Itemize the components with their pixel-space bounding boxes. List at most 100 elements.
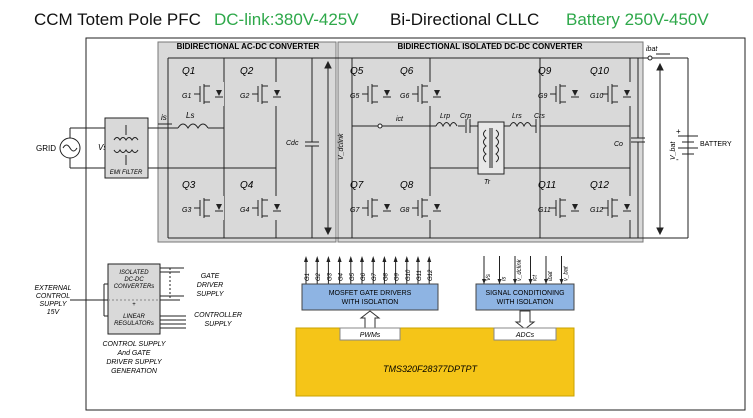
ict-label: ict — [396, 116, 404, 123]
ict-node — [377, 123, 383, 129]
switch-label: Q6 — [400, 66, 414, 77]
is-current-label: is — [161, 113, 167, 122]
adc-label: ADCs — [515, 332, 535, 339]
gate-signal-arrow: G3 — [326, 256, 333, 284]
controller-line-1: CONTROLLER — [194, 312, 242, 319]
gate-label: G5 — [350, 93, 359, 100]
sense-signal-label: ict — [533, 275, 539, 281]
ibat-node — [647, 55, 653, 61]
signal-conditioning-box — [475, 283, 575, 311]
secondary-tank-wiring — [504, 125, 630, 169]
ac-input-wiring — [69, 127, 276, 169]
lrs-label: Lrs — [512, 113, 522, 120]
sense-signal-arrow: ict — [528, 256, 539, 284]
battery-label: BATTERY — [700, 141, 732, 148]
gate-signal-label: G11 — [417, 270, 423, 281]
caption-line-2: And GATE — [117, 350, 151, 357]
lrp-inductor — [435, 122, 458, 128]
vs-label: Vs — [98, 143, 107, 152]
sense-signal-label: ibat — [548, 271, 554, 281]
v-bat-label: V_bat — [670, 141, 677, 160]
gate-driver-line-3: SUPPLY — [197, 291, 225, 298]
ls-label: Ls — [186, 111, 194, 120]
crp-capacitor — [465, 119, 471, 133]
caption-line-1: CONTROL SUPPLY — [102, 341, 166, 348]
pwm-port — [339, 327, 401, 341]
switch-label: Q11 — [538, 180, 556, 191]
supply-wiring — [70, 267, 186, 329]
gate-signal-label: G8 — [383, 272, 389, 281]
sense-signal-arrow: ibat — [544, 256, 554, 284]
transformer-icon — [483, 128, 499, 168]
crs-capacitor — [535, 119, 541, 133]
gate-signal-label: G3 — [327, 272, 333, 281]
output-capacitor — [631, 58, 645, 238]
sense-signal-arrow: is — [497, 256, 508, 284]
gate-signal-label: G7 — [372, 272, 378, 281]
gate-label: G11 — [538, 207, 551, 214]
transformer-box — [477, 121, 505, 175]
gate-label: G8 — [400, 207, 409, 214]
v-bat-arrow — [656, 62, 664, 236]
sense-signal-label: is — [502, 277, 508, 281]
pfc-title: CCM Totem Pole PFC — [34, 10, 201, 29]
gate-signal-arrow: G9 — [393, 256, 401, 284]
ls-inductor — [177, 123, 209, 129]
gate-signal-arrow: G12 — [427, 256, 434, 284]
controller-line-2: SUPPLY — [205, 321, 233, 328]
mosfet-box-line-2: WITH ISOLATION — [342, 299, 399, 306]
pwm-label: PWMs — [360, 332, 381, 339]
cdc-label: Cdc — [286, 140, 299, 147]
mosfet-gate-drivers-box — [301, 283, 439, 311]
grid-source-icon — [59, 137, 81, 159]
sense-signal-arrow: Vs — [482, 256, 492, 284]
switch-label: Q3 — [182, 180, 196, 191]
grid-label: GRID — [36, 144, 56, 153]
gate-signal-label: G4 — [339, 272, 345, 281]
dc-link-voltage-label: DC-link:380V-425V — [214, 10, 359, 29]
supply-box — [107, 263, 161, 335]
gate-signal-arrow: G6 — [360, 256, 367, 284]
external-line-2: CONTROL — [36, 293, 70, 300]
battery-plus: + — [676, 127, 681, 136]
adc-port — [493, 327, 557, 341]
outer-frame — [85, 37, 746, 411]
mosfet-box-line-1: MOSFET GATE DRIVERS — [329, 290, 412, 297]
gate-signal-arrow: G1 — [304, 256, 311, 284]
signal-box-line-2: WITH ISOLATION — [497, 299, 554, 306]
gate-driver-line-2: DRIVER — [197, 282, 223, 289]
pwm-arrow — [359, 310, 381, 331]
gate-signal-arrow: G7 — [371, 256, 378, 284]
battery-minus: - — [676, 155, 679, 164]
external-line-4: 15V — [47, 309, 61, 316]
gate-signal-arrow: G11 — [416, 256, 423, 284]
adc-arrow — [514, 310, 536, 330]
v-dclink-label: V_dclink — [338, 133, 345, 160]
switch-label: Q10 — [590, 66, 609, 77]
gate-label: G3 — [182, 207, 191, 214]
cllc-title: Bi-Directional CLLC — [390, 10, 540, 29]
gate-signal-arrow: G8 — [382, 256, 389, 284]
gate-signal-arrow: G5 — [348, 256, 356, 284]
sense-signal-label: v_bat — [564, 266, 570, 281]
gate-signal-arrow: G2 — [315, 256, 322, 284]
gate-signal-label: G12 — [428, 269, 434, 281]
dc-dc-title: BIDIRECTIONAL ISOLATED DC-DC CONVERTER — [397, 42, 582, 51]
caption-line-3: DRIVER SUPPLY — [106, 359, 163, 366]
dsp-label: TMS320F28377DPTPT — [383, 364, 479, 374]
external-line-1: EXTERNAL — [35, 285, 72, 292]
gate-signal-label: G2 — [316, 272, 322, 281]
switch-label: Q5 — [350, 66, 364, 77]
gate-signal-arrow: G10 — [404, 256, 412, 284]
switch-label: Q2 — [240, 66, 254, 77]
sense-signal-arrow: v_dclink — [513, 256, 523, 284]
switch-label: Q8 — [400, 180, 414, 191]
gate-label: G6 — [400, 93, 409, 100]
